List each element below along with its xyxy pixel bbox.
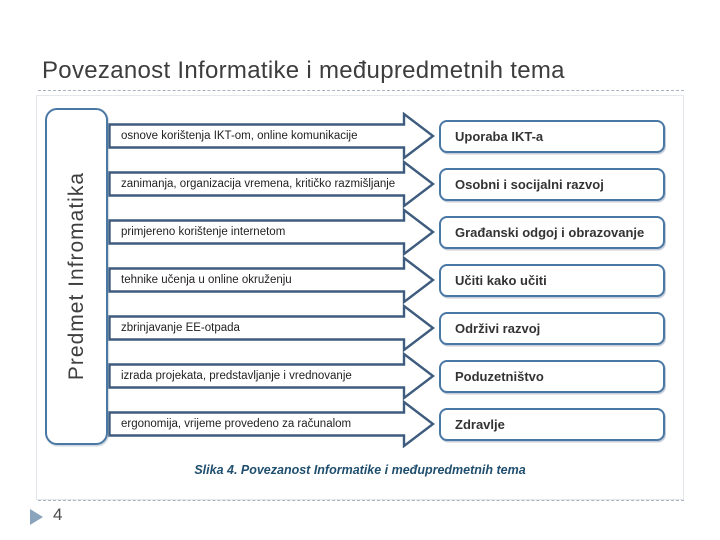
arrow-label: zbrinjavanje EE-otpada	[121, 322, 240, 334]
topic-box: Osobni i socijalni razvoj	[439, 167, 665, 201]
arrow-shape: zbrinjavanje EE-otpada	[108, 304, 436, 352]
source-box: Predmet Infromatika	[45, 108, 108, 445]
topic-label: Održivi razvoj	[455, 320, 541, 336]
arrow-label: ergonomija, vrijeme provedeno za računal…	[121, 418, 352, 430]
arrow-label: primjereno korištenje internetom	[121, 226, 286, 238]
right-arrow-icon	[108, 160, 435, 208]
right-arrow-icon	[108, 400, 435, 448]
arrow-shape: zanimanja, organizacija vremena, kritičk…	[108, 160, 436, 208]
figure-caption: Slika 4. Povezanost Informatike i međupr…	[194, 463, 526, 477]
topic-label: Zdravlje	[455, 416, 505, 432]
triangle-bullet-icon	[30, 509, 43, 525]
arrow-label: izrada projekata, predstavljanje i vredn…	[121, 370, 352, 382]
right-arrow-icon	[108, 208, 435, 256]
diagram-row: zbrinjavanje EE-otpada Održivi razvoj	[108, 304, 668, 352]
topic-box: Poduzetništvo	[439, 359, 665, 393]
arrow-label: osnove korištenja IKT-om, online komunik…	[121, 130, 358, 142]
arrow-shape: izrada projekata, predstavljanje i vredn…	[108, 352, 436, 400]
diagram-row: primjereno korištenje internetom Građans…	[108, 208, 668, 256]
topic-label: Učiti kako učiti	[455, 272, 547, 288]
topic-box: Zdravlje	[439, 407, 665, 441]
diagram-row: osnove korištenja IKT-om, online komunik…	[108, 112, 668, 160]
page-number: 4	[53, 505, 63, 524]
topic-label: Uporaba IKT-a	[455, 128, 544, 144]
topic-label: Osobni i socijalni razvoj	[455, 176, 604, 192]
diagram-row: ergonomija, vrijeme provedeno za računal…	[108, 400, 668, 448]
arrow-shape: osnove korištenja IKT-om, online komunik…	[108, 112, 436, 160]
arrow-shape: primjereno korištenje internetom	[108, 208, 436, 256]
right-arrow-icon	[108, 352, 435, 400]
diagram-row: tehnike učenja u online okruženju Učiti …	[108, 256, 668, 304]
right-arrow-icon	[108, 304, 435, 352]
right-arrow-icon	[108, 256, 435, 304]
content-placeholder-frame	[36, 95, 684, 500]
arrow-label: zanimanja, organizacija vremena, kritičk…	[121, 178, 396, 190]
topic-box: Uporaba IKT-a	[439, 119, 665, 153]
right-arrow-icon	[108, 112, 435, 160]
topic-label: Poduzetništvo	[455, 368, 544, 384]
arrow-label: tehnike učenja u online okruženju	[121, 274, 292, 286]
title-divider	[38, 90, 684, 91]
footer-divider	[38, 500, 684, 501]
topic-box: Građanski odgoj i obrazovanje	[439, 215, 665, 249]
arrow-shape: tehnike učenja u online okruženju	[108, 256, 436, 304]
topic-box: Učiti kako učiti	[439, 263, 665, 297]
diagram-row: izrada projekata, predstavljanje i vredn…	[108, 352, 668, 400]
topic-box: Održivi razvoj	[439, 311, 665, 345]
topic-label: Građanski odgoj i obrazovanje	[455, 224, 645, 240]
slide-title: Povezanost Informatike i međupredmetnih …	[42, 57, 565, 84]
diagram-row: zanimanja, organizacija vremena, kritičk…	[108, 160, 668, 208]
arrow-shape: ergonomija, vrijeme provedeno za računal…	[108, 400, 436, 448]
diagram-rows: osnove korištenja IKT-om, online komunik…	[108, 112, 668, 448]
source-box-label: Predmet Infromatika	[64, 172, 88, 381]
